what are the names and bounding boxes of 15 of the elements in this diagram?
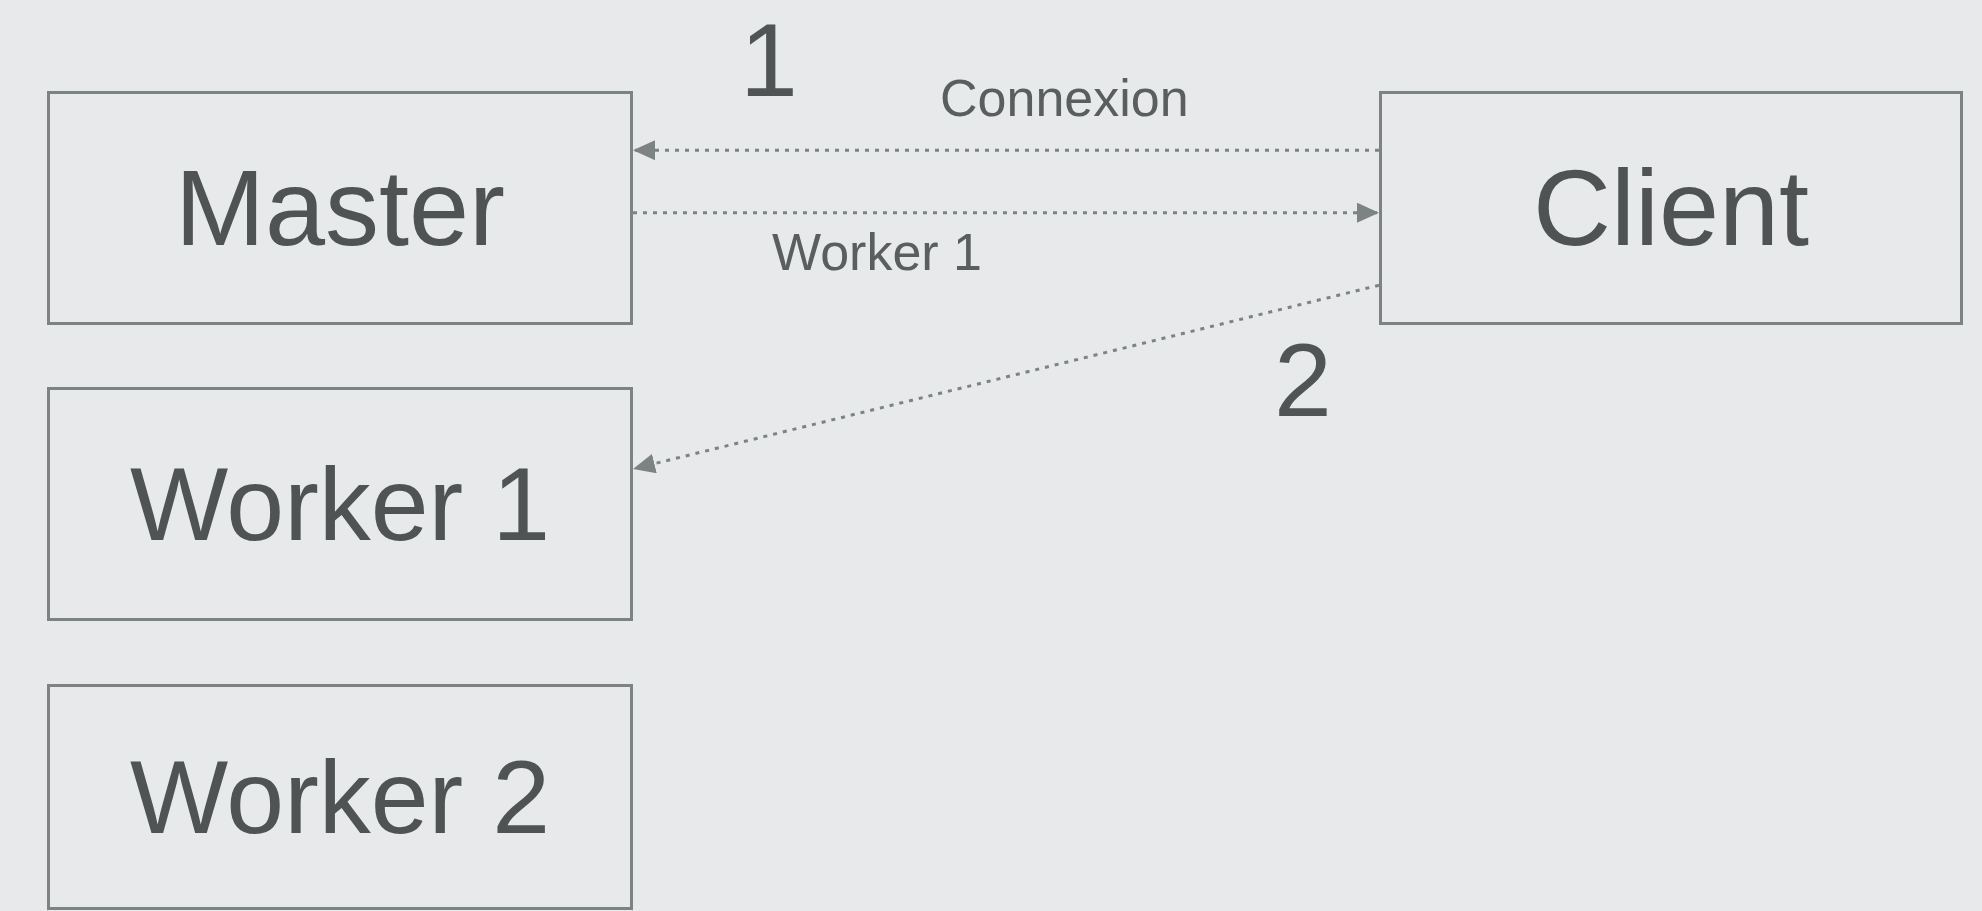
- node-box: [47, 91, 633, 325]
- node-label: Client: [1532, 154, 1810, 262]
- node-box: [47, 684, 633, 910]
- arrow: [633, 202, 1379, 223]
- step-number: 2: [1274, 328, 1332, 432]
- edge-label: Worker 1: [772, 226, 982, 278]
- node-label: Master: [174, 154, 506, 262]
- node-box: [1379, 91, 1963, 325]
- arrow: [632, 283, 1380, 474]
- node-box: [47, 387, 633, 621]
- arrow: [633, 140, 1379, 161]
- node-label: Worker 2: [130, 745, 550, 849]
- node-label: Worker 1: [130, 452, 550, 556]
- edge-label: Connexion: [940, 72, 1189, 124]
- step-number: 1: [740, 8, 798, 112]
